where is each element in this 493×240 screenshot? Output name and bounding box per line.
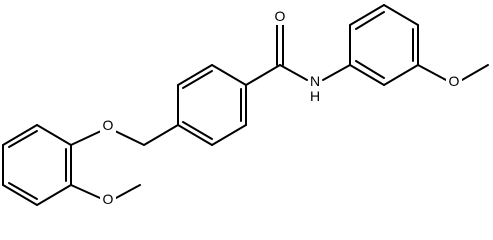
right-methoxy-oxygen-atom: O — [446, 72, 462, 89]
bond-ring-carbonyl-carbon — [245, 64, 281, 86]
bond-right-methoxy-o-ch3 — [461, 64, 489, 81]
bond-left-methoxy-ring-o — [70, 184, 101, 199]
bond-center-ring-inner-1 — [182, 70, 213, 89]
amide-nitrogen-background — [308, 72, 322, 89]
bond-center-ring-5 — [177, 124, 213, 146]
ether-oxygen-background — [100, 117, 116, 134]
bond-ring-ether-oxygen — [70, 130, 102, 146]
bond-left-ring-6 — [2, 124, 38, 146]
bond-right-methoxy-ring-o — [417, 64, 447, 81]
bond-carbonyl-carbon-nitrogen — [279, 64, 308, 81]
carbonyl-oxygen-atom: O — [272, 8, 288, 25]
bond-left-ring-1 — [36, 124, 72, 146]
bond-right-ring-6 — [349, 64, 385, 86]
amide-hydrogen-background — [308, 88, 322, 104]
atom-label-layer: O N H O O O — [100, 8, 462, 207]
left-methoxy-oxygen-atom: O — [100, 190, 116, 207]
bond-layer — [2, 4, 489, 206]
amide-nitrogen-atom: N H — [308, 72, 322, 104]
carbonyl-oxygen-background — [272, 8, 288, 25]
bond-right-ring-inner-1 — [355, 11, 385, 30]
bond-right-ring-5 — [383, 64, 419, 86]
bond-left-ring-3 — [36, 184, 72, 206]
right-methoxy-oxygen-label: O — [449, 73, 460, 89]
bond-center-ring-2 — [211, 64, 247, 86]
carbonyl-oxygen-label: O — [275, 8, 286, 24]
bond-nitrogen-right-ring — [322, 64, 351, 81]
amide-hydrogen-label: H — [310, 88, 320, 104]
ether-oxygen-atom: O — [100, 117, 116, 134]
bond-ether-oxygen-ch2 — [114, 130, 145, 146]
ether-oxygen-label: O — [103, 117, 114, 133]
bond-right-ring-inner-3 — [355, 60, 385, 79]
bond-center-ring-4 — [211, 124, 247, 146]
bond-left-ring-inner-2 — [8, 182, 38, 200]
bond-right-ring-3 — [383, 4, 419, 26]
bond-left-methoxy-o-ch3 — [115, 184, 141, 199]
left-methoxy-oxygen-label: O — [103, 191, 114, 207]
right-methoxy-oxygen-background — [446, 72, 462, 89]
molecule-structure-diagram: O N H O O O — [2, 4, 489, 207]
left-methoxy-oxygen-background — [100, 190, 116, 207]
bond-right-ring-2 — [349, 4, 385, 26]
bond-center-ring-inner-3 — [182, 121, 213, 140]
amide-nitrogen-label: N — [310, 73, 320, 89]
bond-ch2-benzene — [143, 124, 179, 146]
bond-left-ring-4 — [2, 184, 38, 206]
bond-center-ring-1 — [177, 64, 213, 86]
bond-left-ring-inner-3 — [8, 130, 38, 148]
